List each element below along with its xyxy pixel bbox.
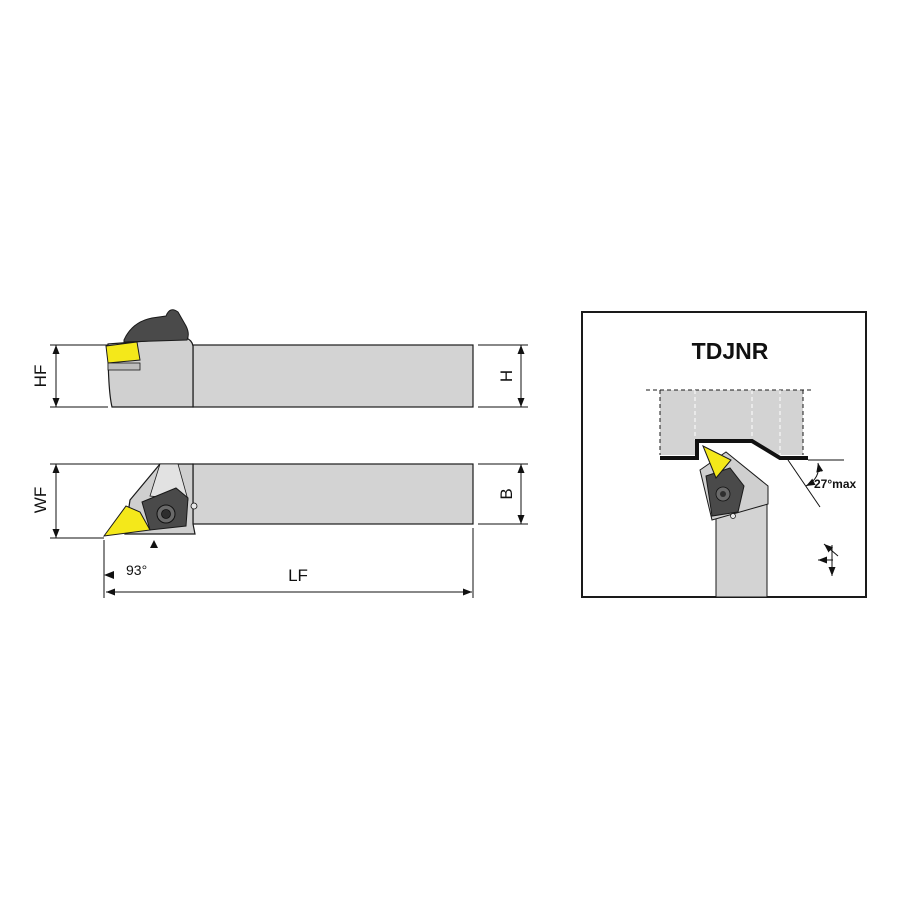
feed-direction-icon	[818, 543, 839, 576]
side-view	[105, 309, 474, 408]
machined-profile	[660, 439, 808, 460]
side-view-shim	[107, 362, 141, 371]
workpiece	[660, 390, 803, 455]
application-inset: TDJNR 27°max	[581, 311, 867, 598]
hf-label: HF	[31, 365, 50, 388]
hf-dimension: HF	[31, 344, 108, 408]
wf-label: WF	[31, 487, 50, 513]
b-label: B	[497, 488, 516, 499]
top-view-insert	[102, 505, 151, 537]
b-dimension: B	[478, 463, 528, 525]
side-view-clamp	[123, 309, 189, 343]
h-dimension: H	[478, 344, 528, 408]
h-label: H	[497, 370, 516, 382]
side-view-insert	[105, 341, 141, 364]
side-view-shank	[192, 344, 474, 408]
inset-title: TDJNR	[692, 338, 769, 364]
wf-dimension: WF	[31, 463, 160, 539]
top-view-shank	[192, 463, 474, 525]
lf-label: LF	[288, 566, 308, 585]
reference-mark-icon	[150, 540, 158, 548]
top-view	[102, 463, 474, 548]
lf-dimension: LF 93°	[103, 528, 474, 598]
max-angle-label: 27°max	[814, 477, 856, 491]
lead-angle-label: 93°	[126, 562, 147, 578]
inset-tool-insert	[702, 444, 732, 479]
